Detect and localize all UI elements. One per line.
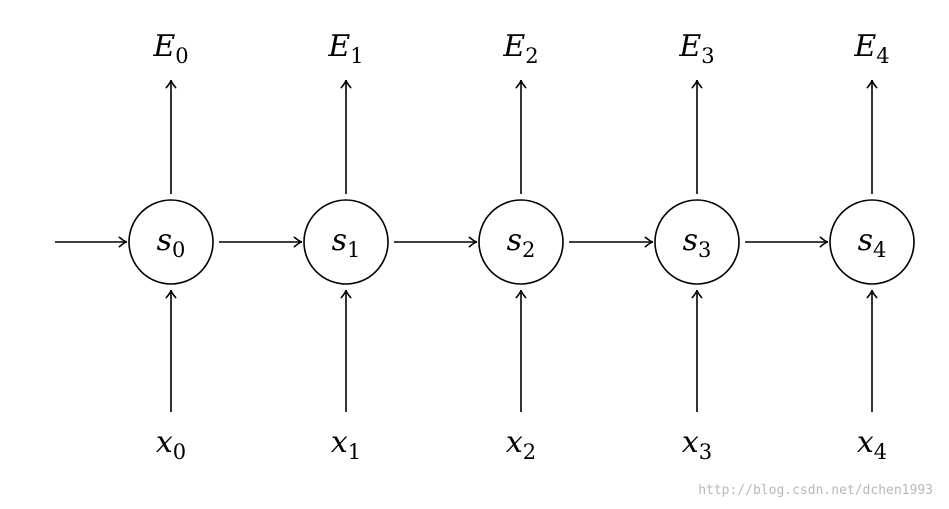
input-label-0: x0	[156, 425, 186, 464]
transition-arrow-1-2	[394, 236, 478, 248]
input-label-3: x3	[682, 425, 712, 464]
input-label-4-base: x	[857, 425, 874, 460]
state-label-3-subscript: 3	[698, 238, 711, 262]
input-arrow-0	[165, 289, 177, 412]
state-label-0-subscript: 0	[172, 238, 185, 262]
input-label-3-subscript: 3	[699, 440, 712, 464]
state-label-0: s0	[157, 223, 186, 262]
emission-label-0: E0	[152, 29, 188, 68]
emission-arrow-4	[866, 79, 878, 194]
state-label-4-subscript: 4	[873, 238, 886, 262]
state-node-1	[303, 199, 389, 285]
emission-label-2-subscript: 2	[525, 44, 538, 68]
input-label-1: x1	[331, 425, 361, 464]
edges-layer	[55, 79, 878, 412]
transition-arrow-3-4	[745, 236, 829, 248]
emission-label-4: E4	[853, 29, 889, 68]
state-label-2-base: s	[507, 223, 522, 258]
state-label-2-subscript: 2	[522, 238, 535, 262]
input-label-3-base: x	[682, 425, 699, 460]
watermark-text: http://blog.csdn.net/dchen1993	[698, 483, 933, 498]
input-label-2-base: x	[506, 425, 523, 460]
state-node-2	[478, 199, 564, 285]
emission-label-1-subscript: 1	[350, 44, 363, 68]
emission-label-3-subscript: 3	[701, 44, 714, 68]
initial-transition-arrow	[55, 236, 128, 248]
input-label-2-subscript: 2	[523, 440, 536, 464]
state-label-4: s4	[858, 223, 887, 262]
emission-label-0-base: E	[152, 29, 175, 64]
state-node-3	[654, 199, 740, 285]
state-label-4-base: s	[858, 223, 873, 258]
emission-label-4-subscript: 4	[876, 44, 889, 68]
emission-label-0-subscript: 0	[175, 44, 188, 68]
emission-arrow-3	[691, 79, 703, 194]
input-arrow-3	[691, 289, 703, 412]
transition-arrow-0-1	[219, 236, 303, 248]
input-arrow-4	[866, 289, 878, 412]
state-label-2: s2	[507, 223, 536, 262]
nodes-layer	[128, 199, 915, 285]
emission-label-2: E2	[502, 29, 538, 68]
emission-label-3-base: E	[678, 29, 701, 64]
emission-arrow-0	[165, 79, 177, 194]
state-node-0	[128, 199, 214, 285]
input-label-0-base: x	[156, 425, 173, 460]
state-label-1: s1	[332, 223, 361, 262]
state-label-3-base: s	[683, 223, 698, 258]
state-label-1-subscript: 1	[347, 238, 360, 262]
state-label-0-base: s	[157, 223, 172, 258]
emission-arrow-1	[340, 79, 352, 194]
emission-label-1: E1	[327, 29, 363, 68]
input-label-2: x2	[506, 425, 536, 464]
input-label-1-subscript: 1	[348, 440, 361, 464]
transition-arrow-2-3	[569, 236, 654, 248]
emission-label-1-base: E	[327, 29, 350, 64]
input-arrow-2	[515, 289, 527, 412]
emission-arrow-2	[515, 79, 527, 194]
state-label-3: s3	[683, 223, 712, 262]
input-label-4-subscript: 4	[874, 440, 887, 464]
emission-label-4-base: E	[853, 29, 876, 64]
input-label-4: x4	[857, 425, 887, 464]
input-arrow-1	[340, 289, 352, 412]
emission-label-2-base: E	[502, 29, 525, 64]
state-node-4	[829, 199, 915, 285]
state-label-1-base: s	[332, 223, 347, 258]
input-label-0-subscript: 0	[173, 440, 186, 464]
input-label-1-base: x	[331, 425, 348, 460]
emission-label-3: E3	[678, 29, 714, 68]
